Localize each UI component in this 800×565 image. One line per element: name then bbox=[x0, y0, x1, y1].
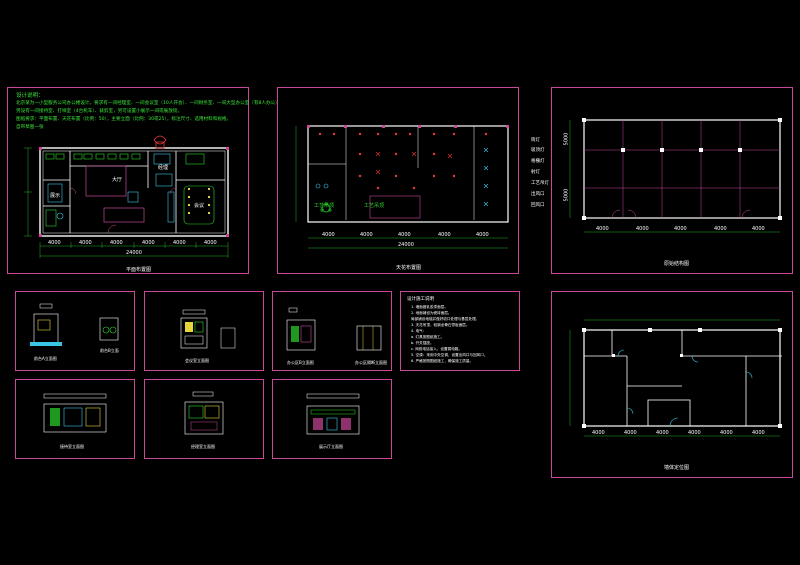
elevation-sheet-5: 经理室立面图 bbox=[144, 379, 264, 459]
dim-3: 4000 bbox=[110, 240, 123, 246]
structure-side-dim-1: 5000 bbox=[563, 132, 570, 146]
floor-plan-drawing bbox=[24, 135, 229, 258]
wall-plan-sheet: 4000 4000 4000 4000 4000 4000 墙体定位图 bbox=[551, 291, 793, 478]
wall-dim-4: 4000 bbox=[688, 430, 701, 436]
wall-dim-6: 4000 bbox=[752, 430, 765, 436]
dim-4: 4000 bbox=[142, 240, 155, 246]
ceiling-legend-2: 吸顶灯 bbox=[531, 148, 545, 153]
construction-notes-sheet: 设计施工说明 1. 墙面做乳胶漆面层。 2. 地面铺设为瓷砖面层。 局部铺设地毯… bbox=[400, 291, 520, 371]
elevation-3-subtitle: 办公区隔断立面图 bbox=[355, 360, 387, 365]
structure-side-dim-2: 5000 bbox=[563, 188, 570, 202]
wall-plan-drawing bbox=[569, 319, 782, 437]
elevation-3-drawing bbox=[286, 307, 382, 351]
design-notes-title: 设计说明： bbox=[16, 93, 44, 99]
construction-note-5: 4. 电气： bbox=[411, 329, 427, 333]
elevation-sheet-1: 前台A立面图 前台B立面 bbox=[15, 291, 135, 371]
elevation-sheet-3: 办公区B立面图 办公区隔断立面图 bbox=[272, 291, 392, 371]
elevation-5-title: 经理室立面图 bbox=[191, 444, 215, 449]
structure-plan-drawing bbox=[569, 118, 782, 233]
floor-plan-sheet: 设计说明： 北京某为一小型服务公司办公楼设计。要求有一间经理室、一间会议室（10… bbox=[7, 87, 280, 274]
ceiling-legend-7: 回风口 bbox=[531, 203, 545, 208]
structure-dim-5: 4000 bbox=[752, 226, 765, 232]
construction-note-2: 2. 地面铺设为瓷砖面层。 bbox=[411, 311, 452, 315]
ceiling-dim-2: 4000 bbox=[360, 232, 373, 238]
construction-note-3: 局部铺设地毯并做好收口处理与基层处理。 bbox=[411, 317, 480, 321]
ceiling-dim-3: 4000 bbox=[398, 232, 411, 238]
ceiling-plan-sheet: 工艺吊顶 工艺吊顶 4000 4000 4000 4000 4000 24000… bbox=[277, 87, 519, 274]
dim-5: 4000 bbox=[173, 240, 186, 246]
room-label-hall: 大厅 bbox=[112, 177, 123, 183]
structure-dim-4: 4000 bbox=[714, 226, 727, 232]
construction-note-10: 6. 严格按照图纸施工，确保施工质量。 bbox=[411, 359, 474, 363]
elevation-3-title: 办公区B立面图 bbox=[287, 360, 314, 365]
ceiling-dim-5: 4000 bbox=[476, 232, 489, 238]
elevation-1-title: 前台A立面图 bbox=[34, 356, 57, 361]
elevation-1-subtitle: 前台B立面 bbox=[100, 348, 119, 353]
dim-2: 4000 bbox=[79, 240, 92, 246]
construction-note-8: c. 网络电话接入，设置弱电箱。 bbox=[411, 347, 462, 351]
design-note-line-4: 自带草图一张 bbox=[16, 125, 44, 130]
ceiling-legend-5: 工艺吊灯 bbox=[531, 181, 549, 186]
floor-plan-title: 平面布置图 bbox=[126, 267, 152, 273]
structure-plan-title: 原始结构图 bbox=[664, 261, 690, 267]
elevation-2-drawing bbox=[180, 309, 236, 349]
construction-note-1: 1. 墙面做乳胶漆面层。 bbox=[411, 305, 448, 309]
total-dim: 24000 bbox=[126, 250, 142, 256]
ceiling-plan-drawing bbox=[295, 125, 509, 249]
ceiling-legend-3: 格栅灯 bbox=[531, 159, 545, 164]
design-note-line-2: 另设有一间接待室、打样室（4台机车）、裁剪室，另可设置小展示一间或展放街。 bbox=[16, 109, 183, 114]
construction-notes-title: 设计施工说明 bbox=[407, 297, 434, 302]
construction-note-4: 3. 天花吊顶，轻钢龙骨石膏板面层。 bbox=[411, 323, 470, 327]
ceiling-total-dim: 24000 bbox=[398, 242, 414, 248]
ceiling-legend-1: 筒灯 bbox=[531, 138, 540, 143]
structure-dim-3: 4000 bbox=[674, 226, 687, 232]
ceiling-label-1: 工艺吊顶 bbox=[314, 203, 335, 209]
ceiling-plan-title: 天花布置图 bbox=[396, 265, 422, 271]
ceiling-label-2: 工艺吊顶 bbox=[364, 203, 385, 209]
elevation-6-title: 展示厅立面图 bbox=[319, 444, 343, 449]
room-label-display: 展示 bbox=[50, 193, 61, 199]
room-label-manager: 经理 bbox=[158, 165, 169, 171]
ceiling-legend-6: 出风口 bbox=[531, 192, 545, 197]
elevation-sheet-2: 会议室立面图 bbox=[144, 291, 264, 371]
dim-1: 4000 bbox=[48, 240, 61, 246]
elevation-4-drawing bbox=[43, 393, 107, 433]
ceiling-dim-4: 4000 bbox=[438, 232, 451, 238]
wall-plan-title: 墙体定位图 bbox=[664, 465, 690, 471]
ceiling-legend-4: 射灯 bbox=[531, 170, 540, 175]
elevation-5-drawing bbox=[184, 391, 224, 435]
construction-note-7: b. 开关插座。 bbox=[411, 341, 434, 345]
construction-note-9: 5. 空调：采用中央空调，设置出风口与回风口。 bbox=[411, 353, 488, 357]
wall-dim-3: 4000 bbox=[656, 430, 669, 436]
wall-dim-5: 4000 bbox=[720, 430, 733, 436]
structure-dim-2: 4000 bbox=[636, 226, 649, 232]
elevation-2-title: 会议室立面图 bbox=[185, 358, 209, 363]
elevation-6-drawing bbox=[306, 393, 360, 435]
ceiling-dim-1: 4000 bbox=[322, 232, 335, 238]
structure-plan-sheet: 5000 5000 4000 4000 4000 4000 4000 原始结构图 bbox=[551, 87, 793, 274]
elevation-sheet-4: 接待室立面图 bbox=[15, 379, 135, 459]
elevation-1-drawing bbox=[30, 303, 119, 346]
design-note-line-1: 北京某为一小型服务公司办公楼设计。要求有一间经理室、一间会议室（10人开会）、一… bbox=[16, 101, 280, 106]
dim-6: 4000 bbox=[204, 240, 217, 246]
room-label-meeting: 会议 bbox=[194, 203, 205, 209]
elevation-sheet-6: 展示厅立面图 bbox=[272, 379, 392, 459]
construction-note-6: a. 灯具按图纸施工。 bbox=[411, 335, 445, 339]
structure-dim-1: 4000 bbox=[596, 226, 609, 232]
design-note-line-3: 图纸要求：平面布置、天花布置（比例：50），主要立面（比例：30或25），标注尺… bbox=[16, 117, 232, 122]
wall-dim-2: 4000 bbox=[624, 430, 637, 436]
elevation-4-title: 接待室立面图 bbox=[60, 444, 84, 449]
wall-dim-1: 4000 bbox=[592, 430, 605, 436]
